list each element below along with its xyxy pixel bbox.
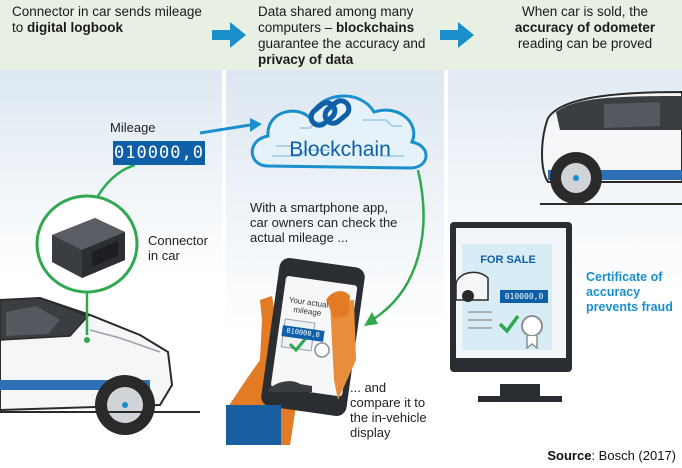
step-3-text: When car is sold, the accuracy of odomet… (514, 4, 656, 51)
compare-text: ... and compare it to the in-vehicle dis… (350, 380, 427, 440)
mileage-display: 010000,0 (113, 141, 205, 165)
monitor-illustration (450, 222, 572, 402)
monitor-mileage-display: 010000,0 (500, 290, 548, 303)
for-sale-label: FOR SALE (480, 254, 536, 266)
obd-connector-icon (35, 194, 139, 294)
chain-link-icon (308, 98, 352, 128)
sleeve-cuff (226, 405, 281, 445)
car-sold-illustration (540, 90, 682, 205)
header-bar (0, 0, 682, 70)
cloud-icon (250, 94, 428, 170)
source-caption: Source: Bosch (2017) (547, 448, 676, 463)
arrow-right-icon (440, 22, 474, 48)
step-1-text: Connector in car sends mileage to digita… (12, 4, 202, 35)
arrow-right-icon (212, 22, 246, 48)
step-2-text: Data shared among many computers – block… (258, 4, 426, 67)
smartphone-text: With a smartphone app, car owners can ch… (250, 200, 398, 245)
certificate-text: Certificate of accuracy prevents fraud (586, 270, 673, 314)
blockchain-label: Blockchain (289, 138, 391, 161)
car-illustration (0, 296, 200, 435)
connector-label: Connector in car (148, 233, 208, 263)
mileage-label: Mileage (110, 120, 156, 135)
